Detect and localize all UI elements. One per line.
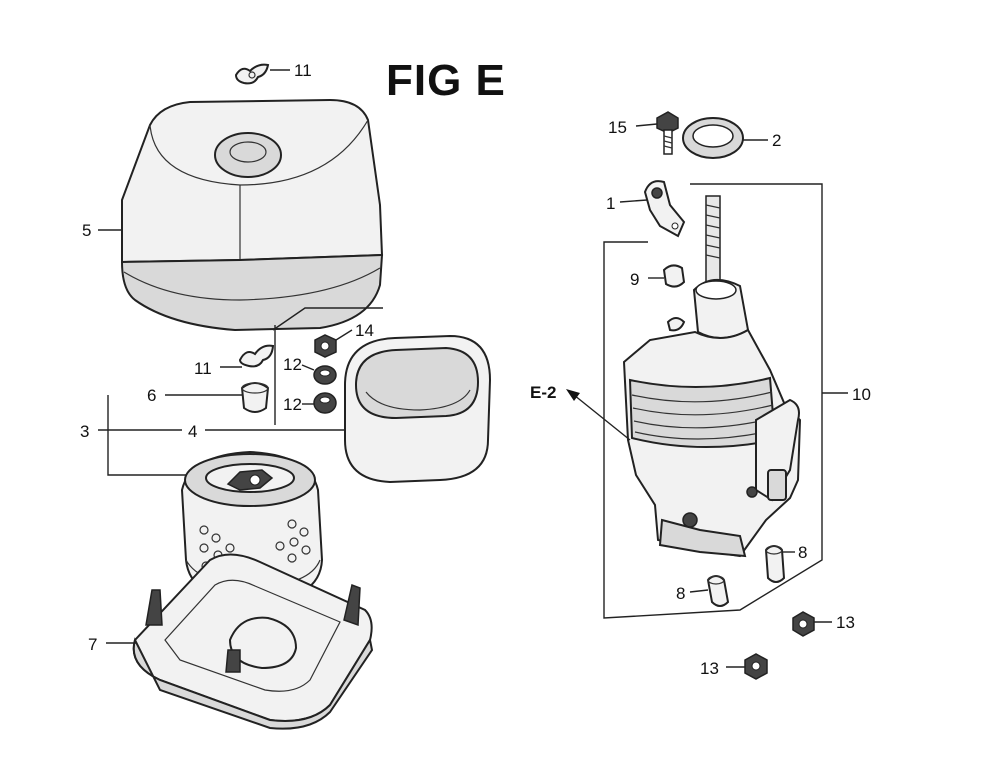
callout-6: 6 xyxy=(147,386,156,405)
callout-13-left: 13 xyxy=(700,659,719,678)
breather-bracket-icon xyxy=(643,180,686,238)
foam-filter-icon xyxy=(344,334,492,484)
gasket-icon xyxy=(682,117,744,159)
bracket-10 xyxy=(603,183,823,619)
flange-nut-left-icon xyxy=(744,653,768,680)
wing-nut-top-icon xyxy=(234,63,270,85)
leader-15 xyxy=(635,123,658,127)
stud-left-icon xyxy=(706,575,730,607)
callout-15: 15 xyxy=(608,118,627,137)
air-cleaner-base-icon xyxy=(132,553,374,730)
callout-8-right: 8 xyxy=(798,543,807,562)
air-cleaner-elbow-icon xyxy=(622,195,802,558)
stud-right-icon xyxy=(764,545,786,583)
figure-title: FIG E xyxy=(386,56,506,105)
flange-bolt-icon xyxy=(656,111,679,155)
callout-11-top: 11 xyxy=(294,61,312,80)
callout-9: 9 xyxy=(630,270,639,289)
callout-12-upper: 12 xyxy=(283,355,302,374)
callout-4: 4 xyxy=(188,422,197,441)
grommet-icon xyxy=(240,382,270,413)
callout-10: 10 xyxy=(852,385,871,404)
bracket-3 xyxy=(107,395,190,476)
callout-13-right: 13 xyxy=(836,613,855,632)
callout-12-lower: 12 xyxy=(283,395,302,414)
wing-nut-middle-icon xyxy=(238,344,275,368)
washer-12-upper-icon xyxy=(313,365,337,385)
callout-7: 7 xyxy=(88,635,97,654)
flange-nut-right-icon xyxy=(792,611,815,637)
leader-14 xyxy=(335,329,353,341)
reference-arrow-head-icon xyxy=(566,389,580,401)
collar-icon xyxy=(662,264,686,288)
callout-14: 14 xyxy=(355,321,374,340)
leader-8-left xyxy=(689,589,709,593)
reference-e2: E-2 xyxy=(530,383,556,402)
callout-11-middle: 11 xyxy=(194,359,212,378)
callout-5: 5 xyxy=(82,221,91,240)
callout-2: 2 xyxy=(772,131,781,150)
leader-1 xyxy=(619,199,648,203)
divider-line xyxy=(272,307,383,331)
callout-8-left: 8 xyxy=(676,584,685,603)
callout-1: 1 xyxy=(606,194,615,213)
reference-arrow-shaft xyxy=(573,394,631,441)
nut-14-icon xyxy=(314,334,337,358)
washer-12-lower-icon xyxy=(313,392,337,414)
callout-3: 3 xyxy=(80,422,89,441)
leader-12-upper xyxy=(301,364,315,371)
air-cleaner-cover-icon xyxy=(120,98,384,332)
